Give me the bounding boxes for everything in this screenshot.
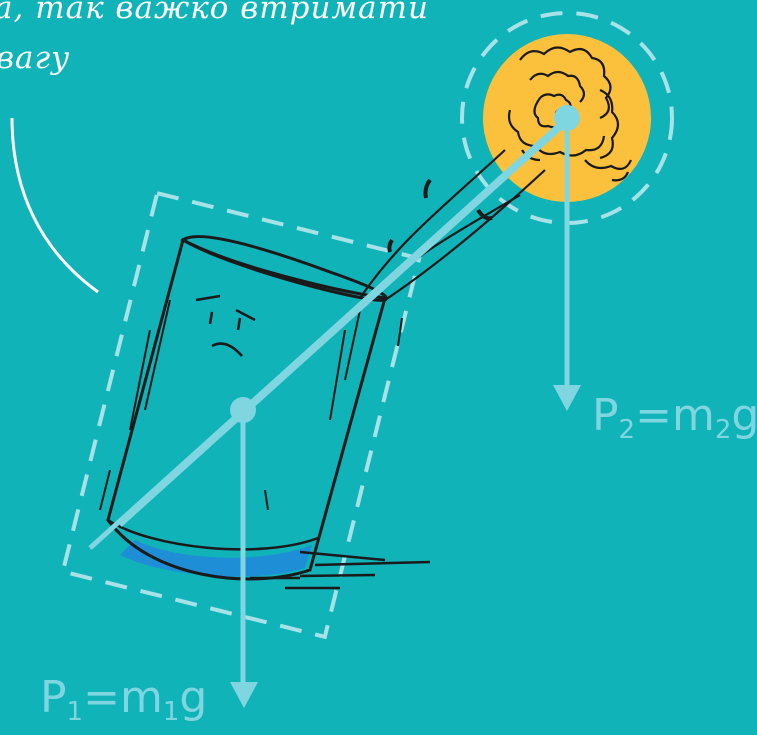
- speech-line-1: а, так важко втримати: [0, 0, 430, 26]
- formula-p2-eq: =m: [635, 390, 715, 441]
- formula-p1-g: g: [179, 672, 208, 723]
- formula-p1: P1=m1g: [40, 676, 207, 727]
- arrow-down-icon: [553, 385, 581, 411]
- force-vector-p1: [230, 410, 258, 708]
- force-vector-p2: [553, 118, 581, 411]
- formula-p2-symbol: P: [592, 390, 619, 441]
- formula-p2-sub: 2: [618, 415, 636, 445]
- arrow-down-icon: [230, 682, 258, 708]
- lever-lines: [88, 116, 569, 550]
- glass-bounding-box: [60, 190, 422, 640]
- center-of-mass-glass: [230, 397, 256, 423]
- glass-face: [195, 294, 256, 357]
- formula-p1-sub: 1: [66, 697, 84, 727]
- formula-p2: P2=m2g: [592, 394, 757, 445]
- formula-p2-g: g: [731, 390, 757, 441]
- formula-p2-sub2: 2: [714, 415, 732, 445]
- formula-p1-eq: =m: [83, 672, 163, 723]
- speech-bubble-tail: [10, 117, 99, 294]
- center-of-mass-ball: [554, 105, 580, 131]
- formula-p1-sub2: 1: [162, 697, 180, 727]
- formula-p1-symbol: P: [40, 672, 67, 723]
- speech-line-2: вагу: [0, 40, 71, 76]
- water: [120, 540, 312, 577]
